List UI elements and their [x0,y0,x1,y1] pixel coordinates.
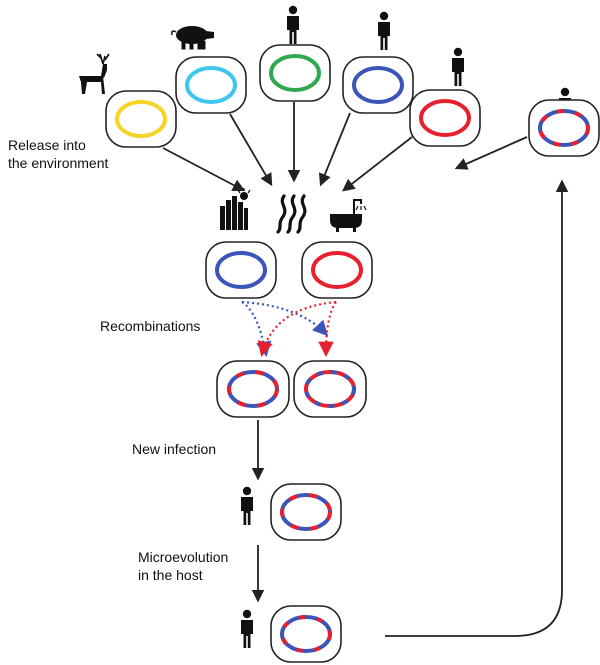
cell-green [259,44,331,102]
release-label-line2: the environment [8,155,109,171]
return-arrow [385,179,569,637]
city-icon [220,188,251,230]
person-icon [241,486,253,525]
person-icon [287,5,299,44]
release-label-line1: Release into [8,137,86,153]
pig-icon [171,26,214,50]
new-infection-label: New infection [132,441,216,457]
recombination-arrows [241,300,337,358]
cell-recombined-top-right [528,99,600,157]
person-icon [452,47,464,86]
person-icon [241,609,253,648]
cell-yellow [105,90,177,148]
person-icon [378,11,390,50]
recombinations-label: Recombinations [100,318,200,334]
river-icon [276,194,307,234]
cell-evolved-host [270,605,342,663]
cell-environment-red [301,241,373,299]
bathtub-icon [330,199,367,232]
cell-cyan [175,56,247,114]
cell-recombined-right [293,360,367,418]
cell-red [409,89,481,147]
microevolution-label-line1: Microevolution [138,549,228,565]
cell-recombined-left [216,360,290,418]
microevolution-label-line2: in the host [138,567,203,583]
cell-blue [342,56,414,114]
cell-environment-blue [205,241,277,299]
release-arrows [162,102,528,192]
deer-icon [79,53,110,94]
cell-infected-host [270,483,342,541]
